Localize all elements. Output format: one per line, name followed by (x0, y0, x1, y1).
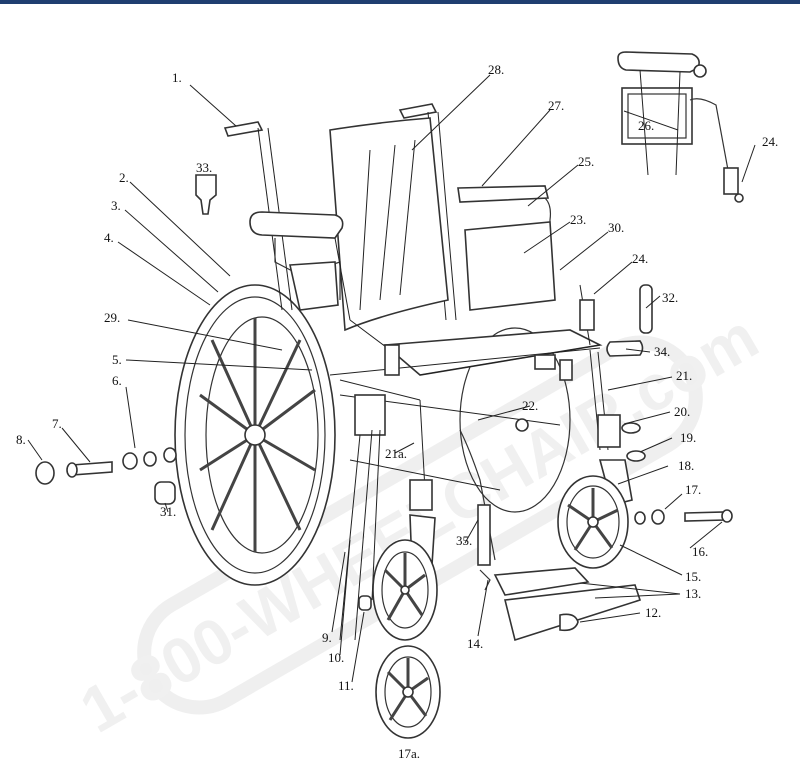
label-part-19: 19. (680, 430, 696, 445)
front-caster-right (557, 414, 633, 569)
label-part-12: 12. (645, 605, 661, 620)
label-part-27: 27. (548, 98, 564, 113)
label-part-4: 4. (104, 230, 114, 245)
label-part-29: 29. (104, 310, 120, 325)
label-part-13: 13. (685, 586, 701, 601)
label-part-34: 34. (654, 344, 670, 359)
label-part-21: 21. (676, 368, 692, 383)
label-part-17: 17. (685, 482, 701, 497)
part-33-clip (195, 174, 217, 215)
label-part-17a: 17a. (398, 746, 420, 761)
label-part-22: 22. (522, 398, 538, 413)
label-part-7: 7. (52, 416, 62, 431)
label-part-9: 9. (322, 630, 332, 645)
label-part-31: 31. (160, 504, 176, 519)
frame (223, 103, 609, 641)
front-caster-left (372, 479, 438, 641)
label-part-1: 1. (172, 70, 182, 85)
spare-caster-wheel (375, 645, 441, 739)
label-part-33: 33. (196, 160, 212, 175)
label-part-32: 32. (662, 290, 678, 305)
label-part-6: 6. (112, 373, 122, 388)
bearings (621, 422, 646, 462)
label-part-2: 2. (119, 170, 129, 185)
label-part-11: 11. (338, 678, 354, 693)
label-part-35: 35. (456, 533, 472, 548)
header-bar (0, 0, 800, 4)
label-part-8: 8. (16, 432, 26, 447)
label-part-30: 30. (608, 220, 624, 235)
detached-armrest (617, 51, 744, 203)
part-labels: 1. 2. 3. 4. 5. 6. 7. 8. 9. 10. 11. 12. 1… (16, 62, 778, 761)
label-part-3: 3. (111, 198, 121, 213)
label-part-23: 23. (570, 212, 586, 227)
label-part-24-armrest: 24. (762, 134, 778, 149)
label-part-16: 16. (692, 544, 708, 559)
label-part-20: 20. (674, 404, 690, 419)
label-part-5: 5. (112, 352, 122, 367)
label-part-21a: 21a. (385, 446, 407, 461)
axle-parts-right (634, 509, 733, 525)
far-rear-wheel (459, 327, 571, 513)
label-part-24-frame: 24. (632, 251, 648, 266)
label-part-25: 25. (578, 154, 594, 169)
part-32 (639, 284, 653, 334)
label-part-10: 10. (328, 650, 344, 665)
footrest (459, 429, 642, 642)
label-part-28: 28. (488, 62, 504, 77)
axle-parts-left (35, 447, 177, 505)
label-part-15: 15. (685, 569, 701, 584)
label-part-26: 26. (638, 118, 654, 133)
label-part-18: 18. (678, 458, 694, 473)
part-11 (358, 595, 372, 611)
part-34 (606, 340, 644, 357)
leader-lines (27, 74, 756, 683)
rear-wheel (174, 284, 336, 586)
label-part-14: 14. (467, 636, 483, 651)
